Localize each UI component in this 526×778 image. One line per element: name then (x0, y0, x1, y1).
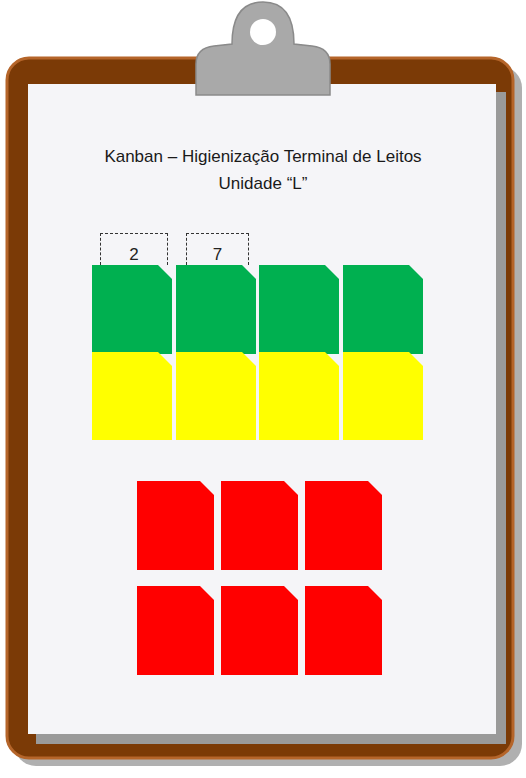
kanban-card (305, 586, 382, 675)
kanban-card (343, 352, 423, 440)
card-number: 7 (213, 246, 222, 265)
kanban-card (92, 352, 172, 440)
kanban-card (259, 352, 339, 440)
kanban-card (176, 265, 256, 354)
kanban-card (305, 481, 382, 570)
paper-sheet (28, 84, 496, 734)
card-number-box: 7 (186, 233, 249, 265)
clip (196, 2, 330, 95)
board-shadow (14, 66, 522, 766)
kanban-card (221, 481, 298, 570)
clipboard-board (7, 58, 513, 758)
kanban-card (259, 265, 339, 354)
kanban-card (343, 265, 423, 354)
kanban-card (92, 265, 172, 354)
kanban-card (176, 352, 256, 440)
kanban-card (137, 481, 214, 570)
kanban-card (221, 586, 298, 675)
clip-hole (250, 19, 276, 45)
board-title: Kanban – Higienização Terminal de Leitos (104, 147, 421, 167)
card-number: 2 (129, 246, 138, 265)
unit-label: Unidade “L” (219, 174, 308, 194)
card-number-box: 2 (100, 233, 168, 265)
kanban-card (137, 586, 214, 675)
